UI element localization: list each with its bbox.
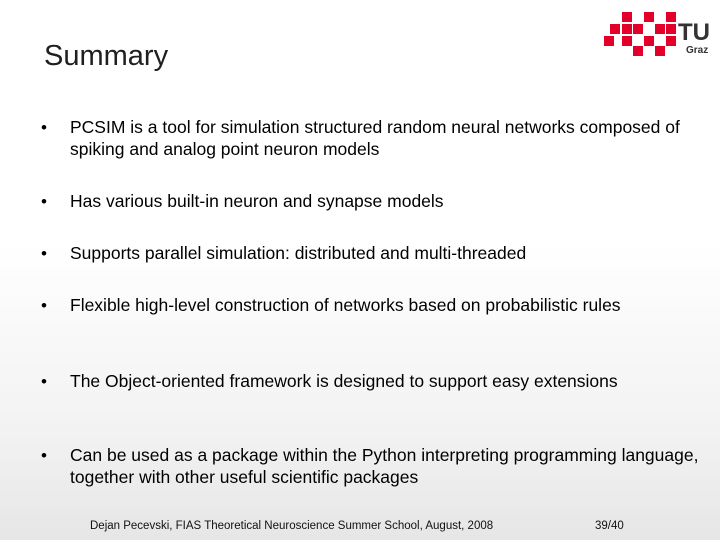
logo-text-sub: Graz (686, 45, 708, 56)
tu-graz-logo: TU Graz (604, 12, 712, 56)
bullet-marker: • (41, 118, 47, 137)
logo-text-main: TU (678, 19, 710, 46)
bullet-text: Flexible high-level construction of netw… (70, 295, 621, 315)
bullet-text: The Object-oriented framework is designe… (70, 371, 618, 391)
footer-credit: Dejan Pecevski, FIAS Theoretical Neurosc… (90, 520, 494, 532)
bullet-text: Can be used as a package within the Pyth… (70, 445, 699, 487)
bullet-marker: • (41, 192, 47, 211)
bullet-marker: • (41, 296, 47, 315)
logo-mark-icon: TU Graz (604, 12, 710, 56)
bullet-text: PCSIM is a tool for simulation structure… (70, 117, 680, 159)
bullet-text: Has various built-in neuron and synapse … (70, 191, 444, 211)
bullet-marker: • (41, 372, 47, 391)
bullet-marker: • (41, 446, 47, 465)
bullet-marker: • (41, 244, 47, 263)
slide-footer: Dejan Pecevski, FIAS Theoretical Neurosc… (0, 520, 720, 540)
slide-title: Summary (44, 40, 169, 72)
page-number: 39/40 (595, 520, 624, 532)
bullet-text: Supports parallel simulation: distribute… (70, 243, 527, 263)
